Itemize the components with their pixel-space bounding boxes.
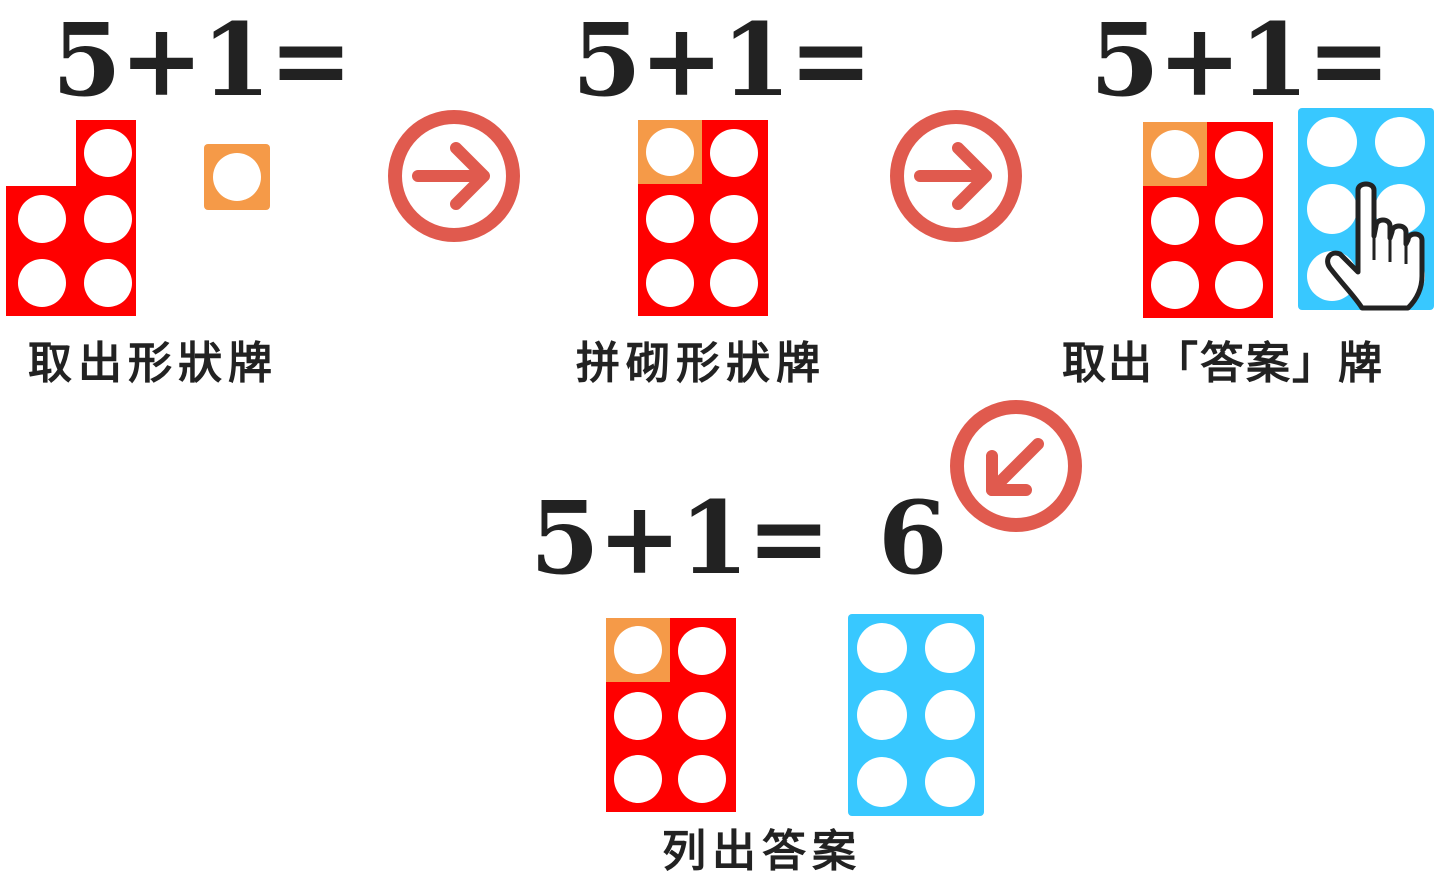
step4-caption: 列出答案 <box>662 830 862 874</box>
step1-equation: 5+1= <box>52 10 351 110</box>
orange-one-tile <box>606 618 670 682</box>
red-five-tile <box>6 120 136 316</box>
step2-equation: 5+1= <box>572 10 871 110</box>
blue-six-tile <box>848 614 984 816</box>
orange-one-tile <box>638 120 702 184</box>
step1-caption: 取出形狀牌 <box>28 342 278 386</box>
step4-equation: 5+1= <box>530 488 829 588</box>
arrow-right-circle-icon <box>888 108 1024 244</box>
step2-caption: 拼砌形狀牌 <box>576 342 826 386</box>
orange-one-tile <box>1143 122 1207 186</box>
step4-answer: 6 <box>878 488 946 588</box>
arrow-down-left-circle-icon <box>948 398 1084 534</box>
hand-pointer-icon <box>1322 180 1434 320</box>
orange-one-tile <box>204 144 270 210</box>
step3-caption: 取出「答案」牌 <box>1062 342 1384 386</box>
arrow-right-circle-icon <box>386 108 522 244</box>
step3-equation: 5+1= <box>1090 10 1389 110</box>
